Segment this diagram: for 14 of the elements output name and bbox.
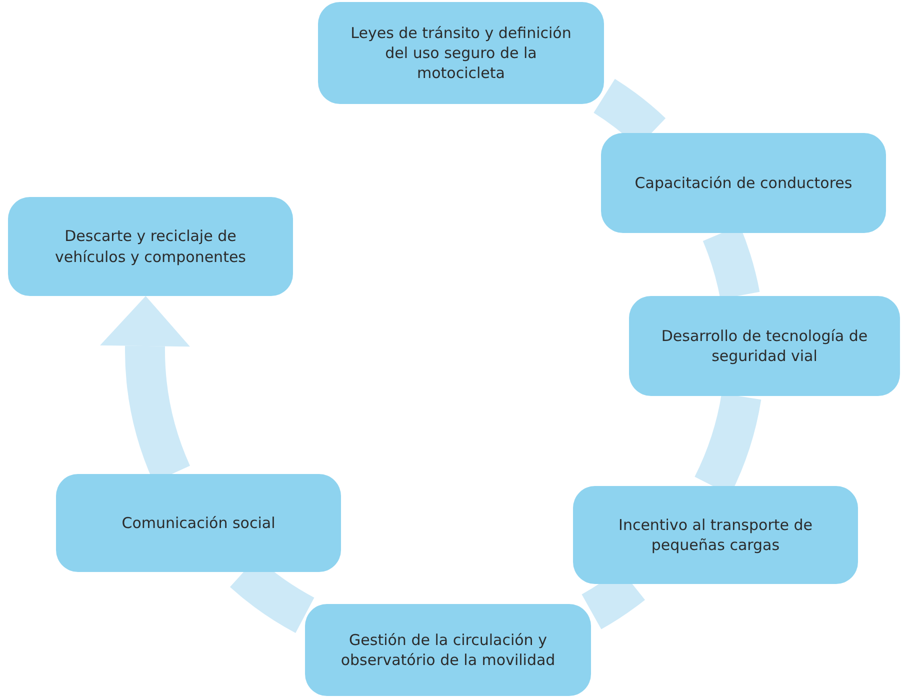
process-box bbox=[573, 486, 858, 584]
box-label: Descarte y reciclaje de vehículos y componentes bbox=[54, 226, 247, 267]
box-label: Desarrollo de tecnología de seguridad vial bbox=[660, 326, 869, 366]
process-box bbox=[56, 474, 341, 572]
process-box bbox=[8, 197, 293, 296]
box-label: Leyes de tránsito y definición del uso seguro de la motocicleta bbox=[350, 22, 572, 84]
box-label: Incentivo al transporte de pequeñas cargas bbox=[618, 514, 814, 556]
box-label: Capacitación de conductores bbox=[634, 172, 852, 194]
process-box bbox=[629, 296, 900, 396]
box-label: Gestión de la circulación y observatório de la movilidad bbox=[340, 630, 556, 670]
box-label: Comunicación social bbox=[122, 512, 276, 534]
process-box bbox=[305, 604, 591, 696]
process-box bbox=[601, 133, 886, 233]
process-box bbox=[318, 2, 604, 104]
